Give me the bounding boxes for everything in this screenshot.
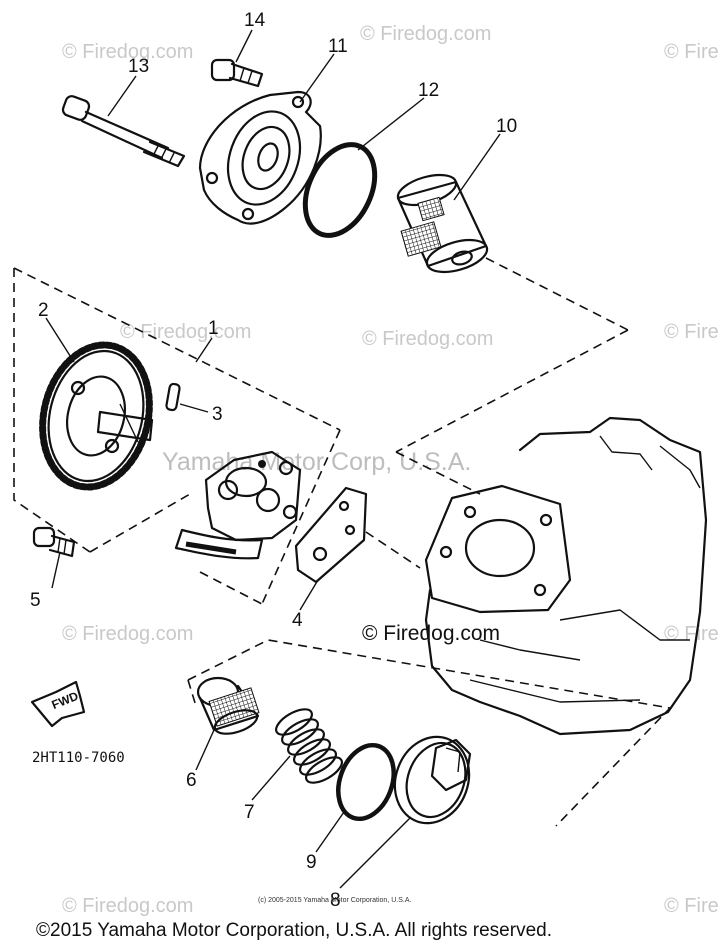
watermark-firedog: © Firedog.com <box>360 23 491 45</box>
dowel-pin <box>165 382 181 412</box>
callout-2: 2 <box>38 300 49 321</box>
leader-line <box>395 329 629 453</box>
pump-gasket <box>294 486 368 584</box>
oil-strainer <box>196 676 260 735</box>
leader-line <box>485 257 629 331</box>
assembly-bracket <box>13 267 341 605</box>
callout-9: 9 <box>306 852 317 873</box>
watermark-firedog-dark: © Firedog.com <box>362 622 500 645</box>
o-ring-small <box>336 742 396 822</box>
watermark-firedog: © Firedog.com <box>62 41 193 63</box>
pump-screw <box>32 526 76 558</box>
strainer-bracket <box>187 639 672 827</box>
watermark-firedog: © Firedog.com <box>120 321 251 343</box>
watermark-firedog-edge: © Fire <box>664 41 719 63</box>
callout-10: 10 <box>496 116 517 137</box>
small-copyright-notice: (c) 2005-2015 Yamaha Motor Corporation, … <box>258 897 411 904</box>
copyright-text: ©2015 Yamaha Motor Corporation, U.S.A. A… <box>36 920 552 941</box>
leader-line <box>365 531 421 569</box>
watermark-firedog-edge: © Fire <box>664 895 719 917</box>
filter-cover <box>198 90 322 225</box>
watermark-firedog-edge: © Fire <box>664 321 719 343</box>
drain-plug <box>393 735 472 825</box>
short-bolt <box>210 58 264 88</box>
callout-14: 14 <box>244 10 266 31</box>
long-bolt <box>61 95 186 168</box>
callout-leaders <box>45 29 501 889</box>
forward-arrow-icon: FWD <box>30 680 86 728</box>
callout-8: 8 <box>330 890 341 911</box>
watermark-firedog: © Firedog.com <box>62 895 193 917</box>
callout-7: 7 <box>244 802 255 823</box>
callout-6: 6 <box>186 770 197 791</box>
callout-13: 13 <box>128 56 149 77</box>
watermark-firedog-edge: © Fire <box>664 623 719 645</box>
watermark-firedog: © Firedog.com <box>362 328 493 350</box>
watermark-firedog: © Firedog.com <box>62 623 193 645</box>
strainer-spring <box>275 708 343 784</box>
callout-5: 5 <box>30 590 41 611</box>
crankcase <box>424 416 708 736</box>
leader-line <box>395 451 481 495</box>
oil-filter-element <box>396 173 489 274</box>
drawing-code: 2HT110-7060 <box>32 750 125 766</box>
callout-11: 11 <box>328 36 348 57</box>
callout-12: 12 <box>418 80 439 101</box>
callout-1: 1 <box>208 318 219 339</box>
callout-3: 3 <box>212 404 223 425</box>
pump-drive-gear <box>39 341 154 491</box>
o-ring-large <box>302 142 378 238</box>
watermark-center: Yamaha Motor Corp, U.S.A. <box>162 448 471 476</box>
oil-pump-body <box>174 450 302 560</box>
callout-4: 4 <box>292 610 303 631</box>
strainer-bracket <box>187 679 197 707</box>
